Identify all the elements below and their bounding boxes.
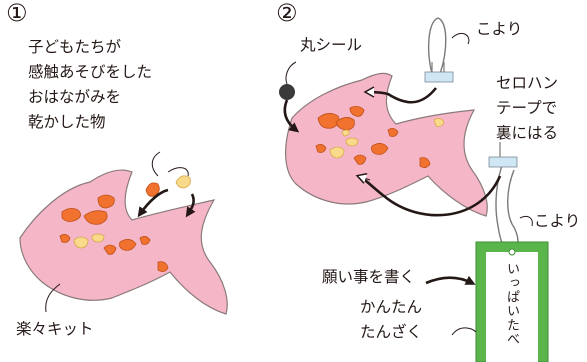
step-1-number: ① bbox=[6, 0, 28, 27]
wish-arrow bbox=[425, 275, 476, 285]
decorated-fish-tissue bbox=[315, 106, 445, 168]
round-sticker bbox=[279, 61, 300, 133]
step-2-number: ② bbox=[276, 0, 298, 27]
kit-label: 楽々キット bbox=[16, 320, 94, 338]
koyori-top-label: こより bbox=[476, 20, 523, 38]
sticker-label: 丸シール bbox=[300, 36, 363, 54]
wish-label: 願い事を書く bbox=[322, 268, 416, 286]
step-1-caption-line-3: おはながみを bbox=[28, 88, 122, 106]
tanzaku-label-line-1: かんたん bbox=[360, 298, 423, 316]
koyori-top bbox=[363, 17, 470, 104]
koyori-bottom-label: こより bbox=[534, 212, 581, 230]
kit-fish-tissue bbox=[59, 194, 169, 272]
tanzaku-leader bbox=[451, 327, 477, 336]
tape-label-line-1: セロハン bbox=[496, 74, 559, 92]
tape-label-line-2: テープで bbox=[496, 99, 558, 117]
tanzaku bbox=[475, 241, 549, 362]
step-1-caption-line-1: 子どもたちが bbox=[28, 38, 122, 56]
step-1-caption-line-4: 乾かした物 bbox=[28, 113, 106, 131]
tape-label-line-3: 裏にはる bbox=[496, 124, 559, 142]
decorated-fish bbox=[285, 72, 488, 217]
step-1-caption-line-2: 感触あそびをした bbox=[28, 63, 153, 81]
kit-loose-tissue bbox=[145, 167, 191, 197]
kit-arrows bbox=[45, 151, 196, 313]
tanzaku-label-line-2: たんざく bbox=[360, 323, 423, 341]
tanzaku-wish-text: いっぱいたべ bbox=[504, 262, 519, 346]
